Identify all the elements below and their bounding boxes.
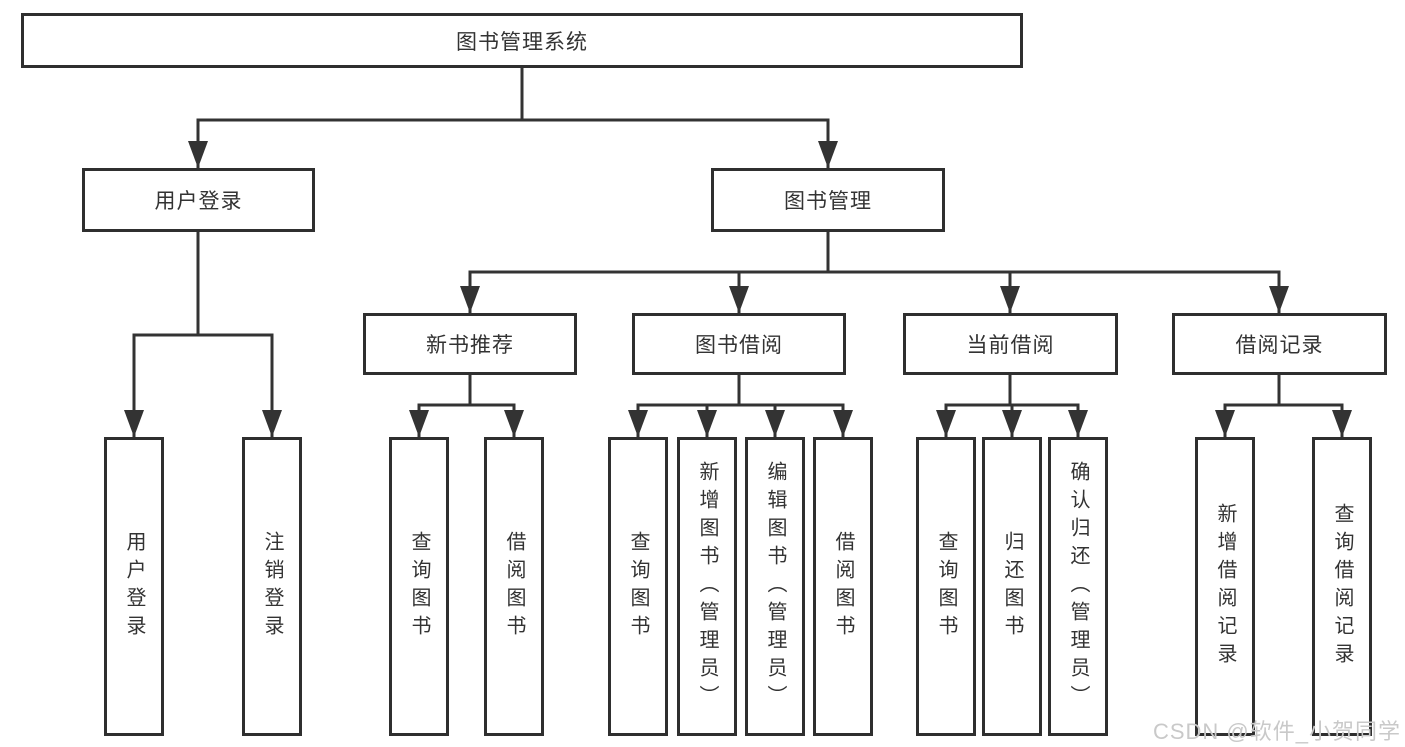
- node-book-management-label: 图书管理: [784, 190, 872, 213]
- leaf-confirm-return-admin: 确认归还（管理员）: [1048, 437, 1108, 736]
- leaf-add-borrow-record-label: 新增借阅记录: [1214, 502, 1236, 671]
- leaf-add-books-admin-label: 新增图书（管理员）: [696, 460, 718, 713]
- leaf-query-books-borrowing-label: 查询图书: [627, 530, 649, 643]
- leaf-user-login: 用户登录: [104, 437, 164, 736]
- leaf-query-books-current: 查询图书: [916, 437, 976, 736]
- leaf-add-borrow-record: 新增借阅记录: [1195, 437, 1255, 736]
- leaf-edit-books-admin-label: 编辑图书（管理员）: [764, 460, 786, 713]
- leaf-query-books-recommend: 查询图书: [389, 437, 449, 736]
- leaf-add-books-admin: 新增图书（管理员）: [677, 437, 737, 736]
- node-user-login: 用户登录: [82, 168, 315, 232]
- node-book-management: 图书管理: [711, 168, 945, 232]
- leaf-borrow-books-borrowing-label: 借阅图书: [832, 530, 854, 643]
- leaf-return-books-label: 归还图书: [1001, 530, 1023, 643]
- node-book-borrowing-label: 图书借阅: [695, 334, 783, 357]
- leaf-query-books-current-label: 查询图书: [935, 530, 957, 643]
- leaf-borrow-books-recommend: 借阅图书: [484, 437, 544, 736]
- leaf-query-borrow-record: 查询借阅记录: [1312, 437, 1372, 736]
- node-root-label: 图书管理系统: [456, 30, 588, 54]
- node-borrowing-records-label: 借阅记录: [1235, 334, 1324, 357]
- leaf-edit-books-admin: 编辑图书（管理员）: [745, 437, 805, 736]
- leaf-logout-login-label: 注销登录: [261, 530, 283, 643]
- node-current-borrowing: 当前借阅: [903, 313, 1118, 375]
- node-borrowing-records: 借阅记录: [1172, 313, 1387, 375]
- leaf-query-books-recommend-label: 查询图书: [408, 530, 430, 643]
- leaf-query-borrow-record-label: 查询借阅记录: [1331, 502, 1353, 671]
- node-root: 图书管理系统: [21, 13, 1023, 68]
- leaf-logout-login: 注销登录: [242, 437, 302, 736]
- leaf-return-books: 归还图书: [982, 437, 1042, 736]
- leaf-borrow-books-recommend-label: 借阅图书: [503, 530, 525, 643]
- node-current-borrowing-label: 当前借阅: [966, 334, 1055, 357]
- leaf-borrow-books-borrowing: 借阅图书: [813, 437, 873, 736]
- node-new-book-recommend-label: 新书推荐: [426, 334, 514, 357]
- leaf-confirm-return-admin-label: 确认归还（管理员）: [1067, 460, 1089, 713]
- csdn-watermark: CSDN @软件_小贺同学: [1152, 719, 1401, 744]
- node-user-login-label: 用户登录: [154, 190, 243, 213]
- leaf-query-books-borrowing: 查询图书: [608, 437, 668, 736]
- node-book-borrowing: 图书借阅: [632, 313, 846, 375]
- node-new-book-recommend: 新书推荐: [363, 313, 577, 375]
- leaf-user-login-label: 用户登录: [123, 530, 145, 643]
